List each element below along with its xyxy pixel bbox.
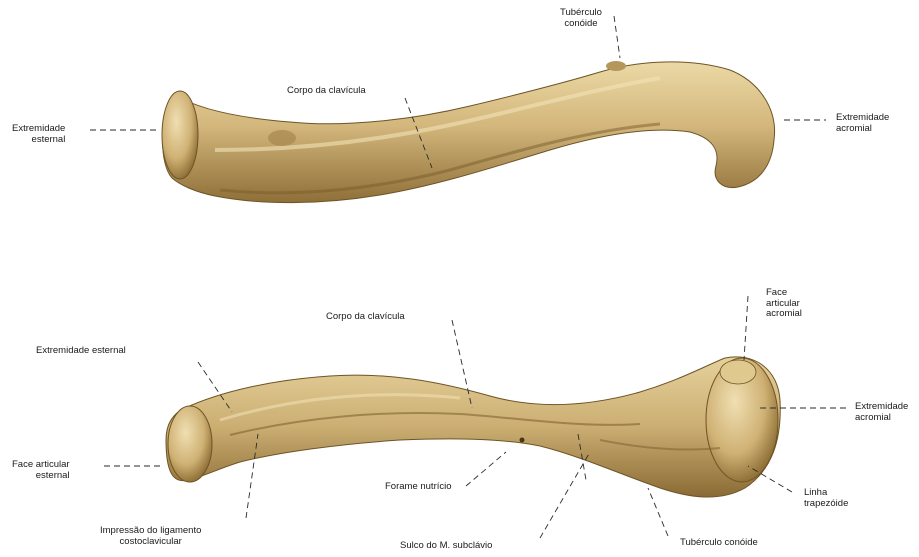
label-line: Extremidade (12, 124, 65, 135)
label-line: Forame nutrício (385, 482, 452, 493)
label-corpo-clavicula-top: Corpo da clavícula (287, 86, 366, 97)
label-line: trapezóide (804, 499, 848, 510)
leader-sulco-subclavio (540, 452, 590, 538)
label-extremidade-esternal-bottom: Extremidade esternal (36, 346, 126, 357)
label-line: esternal (12, 471, 70, 482)
label-extremidade-acromial-bottom: Extremidade acromial (855, 402, 908, 423)
label-line: esternal (12, 135, 65, 146)
label-impressao-ligamento: Impressão do ligamento costoclavicular (100, 526, 201, 547)
label-tuberculo-conoide-top: Tubérculo conóide (560, 8, 602, 29)
label-line: Extremidade (836, 113, 889, 124)
label-line: acromial (766, 309, 802, 320)
label-line: conóide (560, 19, 602, 30)
label-sulco-subclavio: Sulco do M. subclávio (400, 541, 492, 552)
label-line: acromial (836, 124, 889, 135)
label-line: Tubérculo (560, 8, 602, 19)
label-face-articular-acromial: Face articular acromial (766, 288, 802, 320)
label-line: costoclavicular (100, 537, 201, 548)
label-line: Face articular (12, 460, 70, 471)
label-line: Tubérculo conóide (680, 538, 758, 549)
label-line: Corpo da clavícula (287, 86, 366, 97)
leader-forame-nutricio (466, 452, 506, 486)
label-line: Extremidade esternal (36, 346, 126, 357)
label-line: Impressão do ligamento (100, 526, 201, 537)
leader-tuberculo-conoide-bottom (648, 488, 668, 536)
label-extremidade-acromial-top: Extremidade acromial (836, 113, 889, 134)
label-corpo-clavicula-bottom: Corpo da clavícula (326, 312, 405, 323)
label-line: Sulco do M. subclávio (400, 541, 492, 552)
label-tuberculo-conoide-bottom: Tubérculo conóide (680, 538, 758, 549)
label-linha-trapezoide: Linha trapezóide (804, 488, 848, 509)
label-line: Corpo da clavícula (326, 312, 405, 323)
label-line: acromial (855, 413, 908, 424)
label-extremidade-esternal-top: Extremidade esternal (12, 124, 65, 145)
clavicle-top-view (162, 61, 775, 203)
clavicle-bottom-view (166, 357, 780, 497)
label-line: Face (766, 288, 802, 299)
leader-face-articular-acromial (744, 296, 748, 360)
label-line: Linha (804, 488, 848, 499)
label-face-articular-esternal: Face articular esternal (12, 460, 70, 481)
label-forame-nutricio: Forame nutrício (385, 482, 452, 493)
label-line: Extremidade (855, 402, 908, 413)
leader-tuberculo-conoide-top (614, 16, 620, 58)
